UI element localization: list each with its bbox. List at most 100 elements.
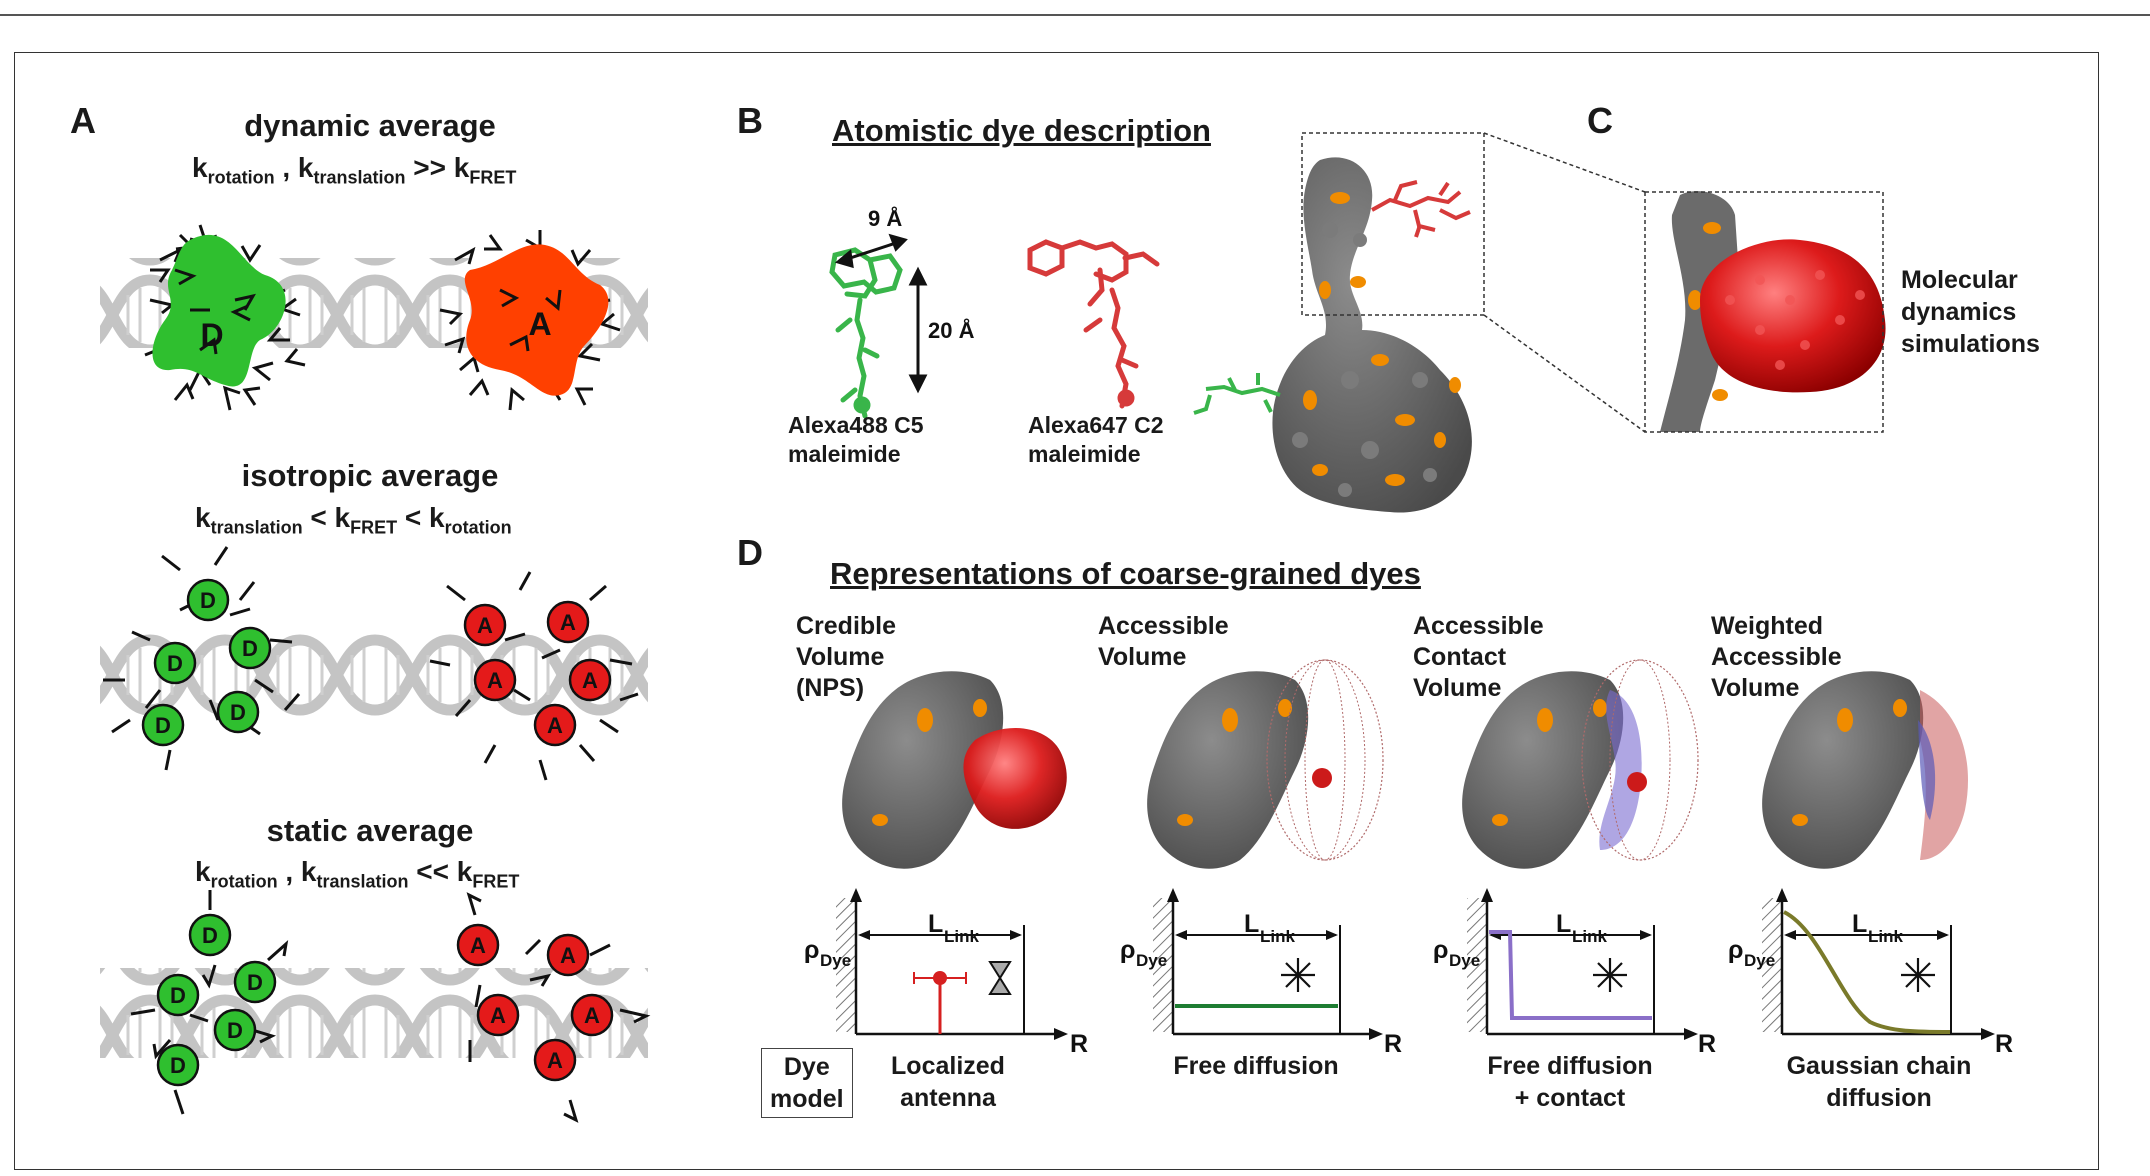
svg-text:L: L bbox=[1556, 910, 1571, 938]
alexa488-structure bbox=[829, 247, 903, 419]
svg-text:Link: Link bbox=[1868, 927, 1903, 946]
svg-text:Dye: Dye bbox=[820, 951, 851, 970]
svg-text:D: D bbox=[167, 651, 183, 676]
donor-sphere bbox=[233, 960, 277, 1004]
svg-text:A: A bbox=[560, 610, 576, 635]
plot-free-diffusion-contact: ρ Dye L Link R bbox=[1433, 888, 1716, 1058]
svg-text:R: R bbox=[1698, 1030, 1716, 1058]
dynamic-average-rates: krotation , ktranslation >> kFRET bbox=[192, 152, 517, 188]
svg-text:A: A bbox=[487, 668, 503, 693]
isotropic-average-title: isotropic average bbox=[241, 458, 499, 493]
length-arrow bbox=[908, 266, 928, 394]
acceptor-sphere bbox=[533, 1038, 577, 1082]
dynamic-donor-cloud: D bbox=[144, 224, 306, 411]
static-acceptor-group: A A A A A bbox=[456, 892, 651, 1123]
acceptor-sphere bbox=[463, 603, 507, 647]
donor-sphere bbox=[186, 578, 230, 622]
md-simulation-view bbox=[1644, 191, 1886, 433]
donor-sphere bbox=[228, 626, 272, 670]
donor-sphere bbox=[156, 1043, 200, 1087]
zoom-line-bottom bbox=[1483, 314, 1646, 433]
panel-d-title: Representations of coarse-grained dyes bbox=[830, 556, 1421, 591]
svg-text:D: D bbox=[170, 983, 186, 1008]
caption-free-diffusion: Free diffusion bbox=[1173, 1052, 1339, 1080]
isotropic-average-rates: ktranslation < kFRET < krotation bbox=[195, 502, 512, 538]
acceptor-shape-dynamic bbox=[464, 244, 609, 396]
width-arrow bbox=[834, 233, 908, 269]
isotropic-donor-group: D D D D D bbox=[103, 546, 301, 771]
svg-text:Link: Link bbox=[1260, 927, 1295, 946]
svg-text:ρ: ρ bbox=[1728, 936, 1743, 964]
svg-text:D: D bbox=[230, 700, 246, 725]
svg-text:Dye: Dye bbox=[1449, 951, 1480, 970]
svg-text:D: D bbox=[227, 1018, 243, 1043]
svg-text:A: A bbox=[547, 1048, 563, 1073]
svg-text:Dye: Dye bbox=[1136, 951, 1167, 970]
svg-text:ρ: ρ bbox=[804, 936, 819, 964]
panel-b-letter: B bbox=[737, 100, 763, 141]
svg-text:R: R bbox=[1070, 1030, 1088, 1058]
donor-sphere bbox=[153, 641, 197, 685]
rep-protein-nps bbox=[842, 671, 1067, 869]
svg-text:D: D bbox=[170, 1053, 186, 1078]
donor-sphere bbox=[156, 973, 200, 1017]
donor-sphere bbox=[188, 913, 232, 957]
acceptor-sphere bbox=[568, 658, 612, 702]
acceptor-sphere bbox=[570, 993, 614, 1037]
svg-text:A: A bbox=[582, 668, 598, 693]
dynamic-average-title: dynamic average bbox=[244, 108, 496, 143]
plot-gaussian-chain: ρ Dye L Link R bbox=[1728, 888, 2013, 1058]
zoom-source-box bbox=[1301, 132, 1485, 316]
static-average-rates: krotation , ktranslation << kFRET bbox=[195, 856, 520, 892]
alexa647-structure bbox=[1027, 239, 1160, 409]
rep-protein-av bbox=[1147, 659, 1384, 869]
top-rule bbox=[0, 14, 2150, 16]
acceptor-sphere bbox=[546, 933, 590, 977]
svg-text:A: A bbox=[584, 1003, 600, 1028]
width-label: 9 Å bbox=[868, 205, 902, 231]
plot-localized-antenna: ρ Dye L Link R bbox=[804, 888, 1088, 1058]
rep-protein-acv bbox=[1462, 659, 1699, 869]
rep-protein-wav bbox=[1762, 671, 1968, 869]
donor-sphere bbox=[216, 690, 260, 734]
svg-text:ρ: ρ bbox=[1120, 936, 1135, 964]
svg-text:A: A bbox=[477, 613, 493, 638]
svg-text:R: R bbox=[1995, 1030, 2013, 1058]
protein-surface-b bbox=[1272, 157, 1472, 513]
acceptor-sphere bbox=[533, 703, 577, 747]
svg-text:D: D bbox=[242, 636, 258, 661]
dynamic-acceptor-cloud: A bbox=[439, 230, 621, 411]
static-average-title: static average bbox=[266, 813, 474, 848]
svg-text:D: D bbox=[202, 923, 218, 948]
plot-free-diffusion: ρ Dye L Link R bbox=[1120, 888, 1402, 1058]
svg-text:A: A bbox=[490, 1003, 506, 1028]
svg-text:D: D bbox=[200, 588, 216, 613]
panel-d-letter: D bbox=[737, 532, 763, 573]
svg-text:A: A bbox=[560, 943, 576, 968]
svg-text:L: L bbox=[928, 910, 943, 938]
svg-text:A: A bbox=[470, 933, 486, 958]
donor-label-dynamic: D bbox=[200, 317, 223, 353]
acceptor-sphere bbox=[456, 923, 500, 967]
svg-text:Dye: Dye bbox=[1744, 951, 1775, 970]
svg-text:D: D bbox=[155, 713, 171, 738]
svg-text:D: D bbox=[247, 970, 263, 995]
acceptor-sphere bbox=[473, 658, 517, 702]
svg-text:ρ: ρ bbox=[1433, 936, 1448, 964]
caption-free-diffusion-contact: Free diffusion+ contact bbox=[1487, 1052, 1653, 1112]
svg-text:A: A bbox=[547, 713, 563, 738]
acceptor-sphere bbox=[546, 600, 590, 644]
donor-sphere bbox=[141, 703, 185, 747]
isotropic-acceptor-group: A A A A A bbox=[429, 571, 639, 781]
donor-sphere bbox=[213, 1008, 257, 1052]
svg-text:R: R bbox=[1384, 1030, 1402, 1058]
